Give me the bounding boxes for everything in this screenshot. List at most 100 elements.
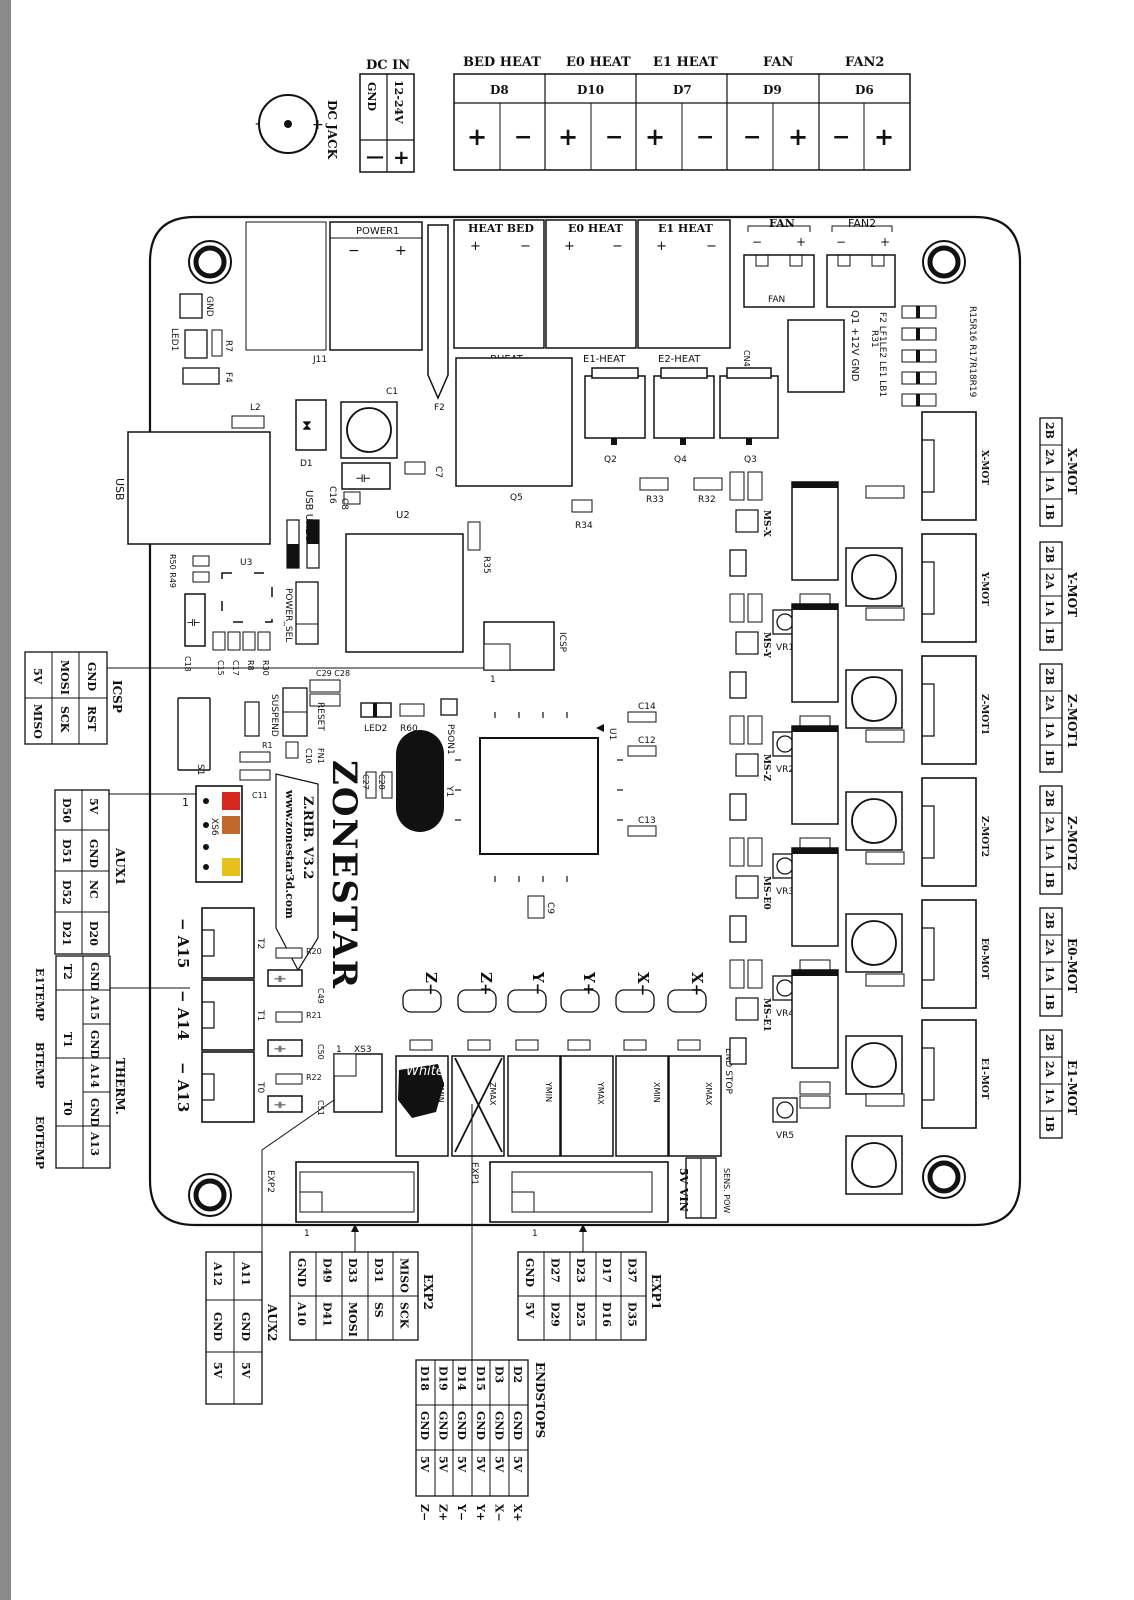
svg-text:+: + bbox=[564, 239, 575, 254]
aux1-cell: 5V bbox=[87, 798, 100, 815]
t1-label: T1 bbox=[255, 1009, 265, 1021]
zmin-label: ZMIN bbox=[436, 1082, 445, 1103]
l2-label: L2 bbox=[250, 403, 261, 413]
motor-pin-cell: 1A bbox=[1043, 600, 1056, 617]
mosfet-bank bbox=[584, 367, 779, 445]
endstops-cell: GND bbox=[437, 1411, 450, 1440]
top-connectors: - + DC JACK DC IN GND 12-24V — + BED bbox=[255, 55, 911, 173]
e0-heat-title: E0 HEAT bbox=[566, 55, 631, 70]
motor-pin-cell: 2A bbox=[1043, 817, 1056, 834]
motor-connector-label: X-MOT bbox=[979, 450, 989, 485]
svg-text:⊣⊢: ⊣⊢ bbox=[356, 471, 370, 485]
exp2-label: EXP2 bbox=[265, 1170, 275, 1193]
aux-power-label: Q1 +12V GND bbox=[849, 310, 860, 382]
e1-heat-label: E1 HEAT bbox=[658, 222, 714, 235]
svg-text:+: + bbox=[656, 239, 667, 254]
svg-text:C27: C27 bbox=[361, 774, 370, 790]
exp1-cell: 5V bbox=[523, 1302, 536, 1319]
endstops-cell: GND bbox=[455, 1411, 468, 1440]
aux1-cell: D51 bbox=[60, 839, 73, 864]
zmax-label: ZMAX bbox=[488, 1082, 497, 1106]
e2heat-label: E2-HEAT bbox=[658, 354, 701, 365]
motor-table-title: Z-MOT2 bbox=[1065, 816, 1079, 871]
vr-label: VR2 bbox=[776, 765, 794, 775]
motor-pin-cell: 1A bbox=[1043, 844, 1056, 861]
svg-text:FN1: FN1 bbox=[316, 748, 325, 764]
dc-jack-label: DC JACK bbox=[325, 100, 339, 160]
svg-text:⊣⊢: ⊣⊢ bbox=[274, 1044, 286, 1055]
stepper-driver bbox=[791, 847, 839, 947]
icsp-table-title: ICSP bbox=[110, 680, 124, 713]
therm-cell: A15 bbox=[88, 995, 101, 1020]
svg-text:1: 1 bbox=[182, 796, 189, 809]
sens-pow-label: SENS. POW bbox=[722, 1168, 731, 1213]
e1-heat-terminal bbox=[637, 219, 731, 349]
q4-label: Q4 bbox=[674, 455, 687, 465]
aux1-cell: D20 bbox=[87, 921, 100, 946]
e0-heat-terminal bbox=[545, 219, 637, 349]
xminus-label: X− bbox=[634, 972, 652, 996]
endstops-cell: D19 bbox=[437, 1366, 450, 1391]
vr-label: VR3 bbox=[776, 887, 794, 897]
pson-label: PSON1 bbox=[445, 724, 455, 755]
t0-label: T0 bbox=[255, 1081, 265, 1093]
endstops-cell: D18 bbox=[418, 1366, 431, 1391]
diode-d1 bbox=[295, 399, 327, 451]
d1-label: D1 bbox=[300, 459, 313, 469]
motor-pin-cell: 2A bbox=[1043, 1061, 1056, 1078]
icsp-table: ICSP GND RST MOSI SCK 5V MISO bbox=[24, 651, 484, 745]
exp1-cell: D29 bbox=[549, 1302, 562, 1327]
power1-label: POWER1 bbox=[356, 226, 399, 237]
dc-jack-icon bbox=[258, 94, 318, 154]
led2-label: LED2 bbox=[364, 724, 387, 734]
dc-jack-minus: - bbox=[255, 116, 260, 132]
exp1-cell: D27 bbox=[549, 1258, 562, 1283]
motor-pin-cell: 1A bbox=[1043, 476, 1056, 493]
bed-heat-pin: D8 bbox=[490, 83, 509, 97]
motor-pin-cell: 2A bbox=[1043, 939, 1056, 956]
status-leds bbox=[901, 305, 937, 407]
ms-jumper-label: MS-E1 bbox=[761, 998, 771, 1032]
r7-label: R7 bbox=[223, 340, 233, 352]
t2-label: T2 bbox=[255, 937, 265, 949]
aux1-cell: NC bbox=[87, 880, 100, 899]
bed-heat-minus: − bbox=[514, 124, 532, 150]
usb-ureg-label: USB UREG bbox=[303, 490, 314, 542]
ms-jumper-label: MS-Z bbox=[761, 754, 771, 782]
btemp-label: BTEMP bbox=[33, 1042, 46, 1088]
endstops-cell: Y+ bbox=[474, 1503, 487, 1521]
stepper-driver bbox=[791, 969, 839, 1069]
svg-text:C28: C28 bbox=[377, 774, 386, 790]
led-resistor-labels: R15R16 R17R18R19 bbox=[967, 306, 977, 398]
therm-cell: A14 bbox=[88, 1063, 101, 1088]
exp1-cell: D37 bbox=[625, 1258, 638, 1283]
usb-label: USB bbox=[113, 478, 126, 501]
e1temp-label: E1TEMP bbox=[33, 968, 46, 1021]
exp2-cell: MISO bbox=[397, 1258, 410, 1293]
fan2-title: FAN2 bbox=[845, 55, 884, 70]
motor-table-title: E0-MOT bbox=[1065, 938, 1079, 993]
svg-text:C29 C28: C29 C28 bbox=[316, 669, 350, 678]
icsp-cell: MOSI bbox=[58, 660, 71, 695]
e1-heat-title: E1 HEAT bbox=[653, 55, 718, 70]
svg-text:C9: C9 bbox=[545, 902, 555, 914]
r32-label: R32 bbox=[698, 495, 716, 505]
u1-label: U1 bbox=[607, 728, 617, 740]
motor-pin-cell: 2B bbox=[1043, 422, 1056, 439]
aux1-pin-orange bbox=[222, 816, 240, 834]
svg-text:C12: C12 bbox=[638, 736, 656, 746]
svg-text:−: − bbox=[612, 239, 623, 254]
motor-pin-cell: 1B bbox=[1043, 1115, 1056, 1132]
a15-label: − A15 bbox=[174, 918, 192, 968]
svg-text:⧗: ⧗ bbox=[302, 418, 312, 434]
thermistor-caps: ⊣⊢ ⊣⊢ ⊣⊢ bbox=[267, 947, 303, 1113]
j11-label: J11 bbox=[312, 355, 327, 365]
motor-connector bbox=[921, 899, 977, 1009]
capacitor bbox=[845, 547, 903, 607]
c8-label: C8 bbox=[339, 498, 349, 510]
endstops-cell: 5V bbox=[455, 1456, 468, 1473]
